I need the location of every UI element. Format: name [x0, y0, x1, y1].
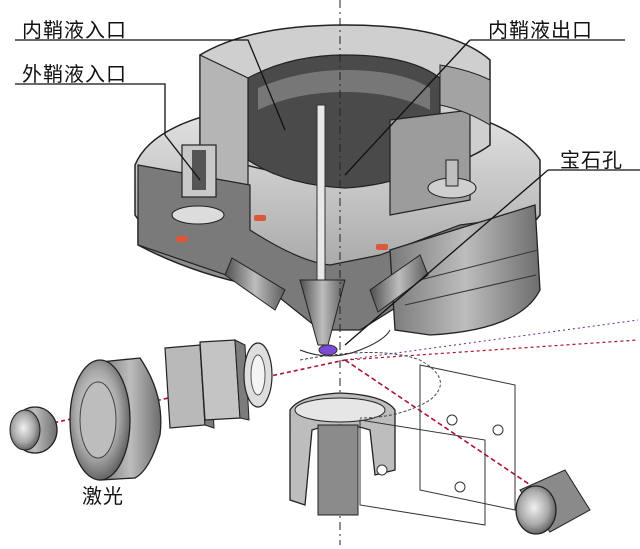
laser-optics — [9, 319, 639, 535]
mount-screw-shaft — [445, 159, 459, 187]
laser-beam-forward — [344, 339, 639, 361]
jewel-orifice — [318, 344, 338, 356]
filter-plate-1 — [419, 364, 516, 511]
leader-lines — [15, 39, 640, 346]
plate-hole-1 — [446, 414, 458, 426]
flow-cell-housing — [134, 24, 541, 357]
right-notch — [439, 64, 491, 126]
label-jewel-orifice: 宝石孔 — [560, 148, 623, 172]
o-ring-seal-center — [254, 215, 266, 221]
outer-sheath-channel-cone — [224, 257, 286, 311]
detector — [515, 469, 591, 535]
collection-cup — [289, 352, 441, 516]
right-channel-cone — [369, 254, 429, 313]
outer-sheath-channel — [192, 150, 206, 190]
housing-skirt — [389, 204, 541, 336]
bore-rim — [258, 70, 430, 110]
outer-sheath-seat — [171, 205, 225, 225]
label-laser: 激光 — [82, 484, 124, 508]
leader-outer-sheath-inlet — [15, 83, 201, 181]
leader-inner-sheath-inlet — [168, 39, 286, 131]
inner-sheath-needle — [316, 104, 326, 296]
label-inner-sheath-inlet: 内鞘液入口 — [22, 18, 127, 42]
plate-hole-2 — [492, 424, 504, 436]
filter-plate-2 — [359, 419, 486, 526]
laser-beam-scatter — [344, 359, 561, 506]
leader-inner-sheath-outlet — [344, 39, 471, 176]
fluorescence-path — [344, 319, 639, 361]
o-ring-seal-right — [376, 244, 388, 250]
leader-jewel-orifice — [344, 169, 549, 346]
label-inner-sheath-outlet: 内鞘液出口 — [488, 18, 593, 42]
beam-shaper-block-1 — [164, 344, 206, 429]
o-ring-seal-left — [176, 236, 188, 242]
plate-hole-3 — [376, 464, 388, 476]
plate-hole-4 — [454, 481, 466, 493]
laser-source — [9, 406, 58, 454]
orifice-housing-edge — [299, 329, 391, 357]
beam-shaper-block-2 — [199, 339, 241, 421]
focusing-lens — [69, 357, 162, 481]
skirt-line-2 — [404, 274, 537, 306]
label-outer-sheath-inlet: 外鞘液入口 — [22, 62, 127, 86]
ring-lens-center — [250, 354, 266, 396]
